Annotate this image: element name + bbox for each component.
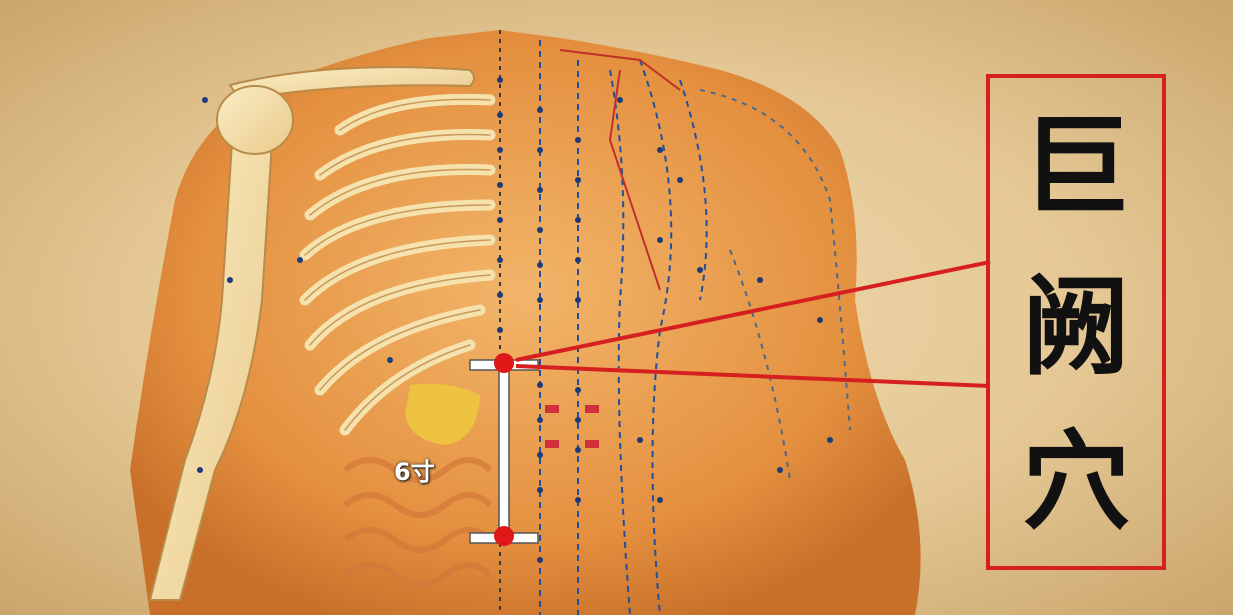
measurement-label: 6寸 [394,458,435,486]
title-char-1: 巨 [1021,105,1130,230]
title-char-3: 穴 [1021,420,1130,545]
pointer-line-lower [515,364,991,388]
torso-silhouette [130,30,921,615]
title-char-2: 阙 [1021,265,1130,390]
lower-point-marker [494,526,514,546]
clavicle-bone [228,66,475,102]
gallbladder-organ [405,383,480,445]
juque-point-marker [494,353,514,373]
acupoint-dots [197,77,833,563]
ruler-vertical-bar [498,367,510,537]
red-acupoint-marks [545,405,599,448]
pointer-line-upper [515,260,991,362]
intestines [343,457,493,588]
shoulder-joint [216,85,294,155]
acupoint-name-box: 巨 阙 穴 [986,74,1166,570]
